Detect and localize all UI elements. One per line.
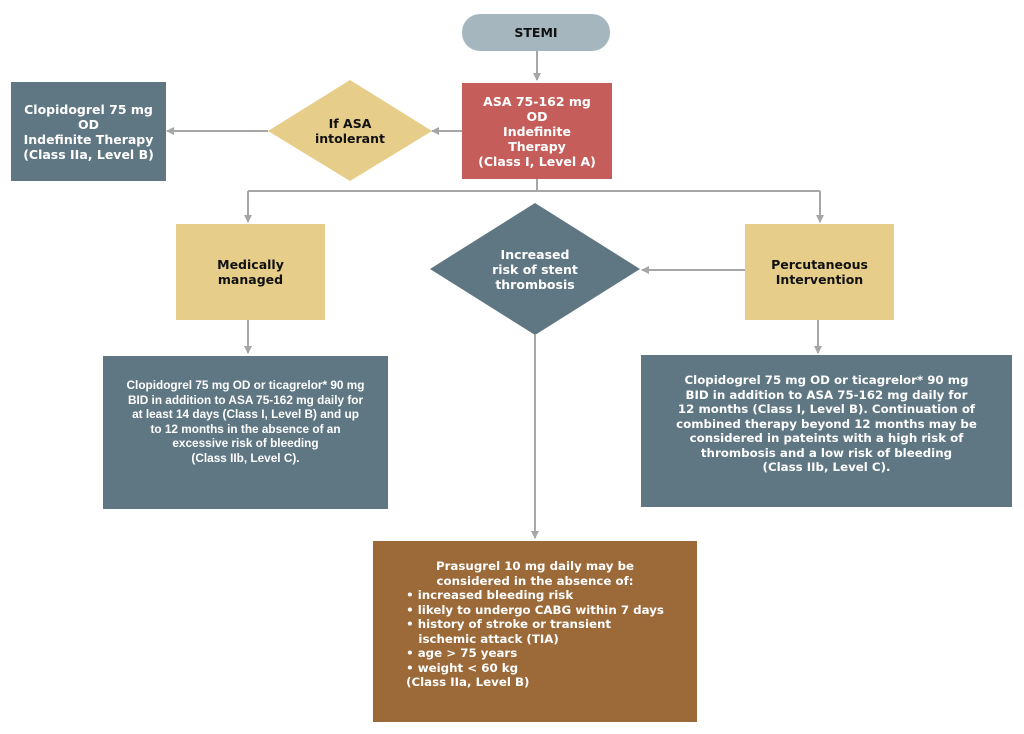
clopidogrel-line-4: (Class IIa, Level B) xyxy=(23,146,154,162)
thrombosis-line-3: thrombosis xyxy=(495,276,575,292)
medical-line-2: managed xyxy=(217,272,284,287)
clopidogrel-indefinite-box: Clopidogrel 75 mg OD Indefinite Therapy … xyxy=(11,82,166,181)
intolerant-decision-text: If ASA intolerant xyxy=(290,110,410,152)
pci-therapy-line-7: (Class IIb, Level C). xyxy=(762,460,891,475)
prasugrel-bullet-6: • weight < 60 kg xyxy=(406,660,519,675)
pci-therapy-line-2: BID in addition to ASA 75-162 mg daily f… xyxy=(685,387,968,402)
asa-line-3: Indefinite xyxy=(503,123,571,139)
pci-therapy-line-4: combined therapy beyond 12 months may be xyxy=(676,416,977,431)
asa-line-1: ASA 75-162 mg xyxy=(483,93,591,109)
asa-box: ASA 75-162 mg OD Indefinite Therapy (Cla… xyxy=(462,83,612,179)
medical-therapy-line-5: excessive risk of bleeding xyxy=(172,436,319,450)
asa-line-5: (Class I, Level A) xyxy=(478,153,596,169)
pci-therapy-line-1: Clopidogrel 75 mg OD or ticagrelor* 90 m… xyxy=(684,373,969,388)
medical-therapy-line-3: at least 14 days (Class I, Level B) and … xyxy=(132,407,359,421)
pci-therapy-line-3: 12 months (Class I, Level B). Continuati… xyxy=(677,402,976,417)
medically-managed-box: Medically managed xyxy=(176,224,325,320)
medical-therapy-line-2: BID in addition to ASA 75-162 mg daily f… xyxy=(127,392,364,407)
pci-line-2: Intervention xyxy=(775,272,864,287)
prasugrel-box: Prasugrel 10 mg daily may be considered … xyxy=(373,541,697,722)
clopidogrel-line-2: OD xyxy=(77,116,99,132)
prasugrel-intro-2: considered in the absence of: xyxy=(436,573,634,588)
pci-therapy-box: Clopidogrel 75 mg OD or ticagrelor* 90 m… xyxy=(641,355,1012,507)
intolerant-diamond xyxy=(268,80,432,181)
clopidogrel-line-1: Clopidogrel 75 mg xyxy=(24,101,153,117)
stemi-start-node: STEMI xyxy=(462,14,610,51)
thrombosis-decision-text: Increased risk of stent thrombosis xyxy=(470,244,600,294)
prasugrel-intro-1: Prasugrel 10 mg daily may be xyxy=(435,559,635,573)
asa-line-2: OD xyxy=(526,108,548,124)
pci-line-1: Percutaneous xyxy=(771,257,868,272)
prasugrel-bullet-3: • history of stroke or transient xyxy=(406,617,612,631)
intolerant-line-2: intolerant xyxy=(315,131,385,146)
percutaneous-intervention-box: Percutaneous Intervention xyxy=(745,224,894,320)
prasugrel-content: Prasugrel 10 mg daily may be considered … xyxy=(406,559,664,690)
thrombosis-diamond xyxy=(430,203,640,335)
prasugrel-footer: (Class IIa, Level B) xyxy=(406,675,530,689)
clopidogrel-line-3: Indefinite Therapy xyxy=(23,131,154,147)
stemi-label: STEMI xyxy=(514,25,558,40)
prasugrel-bullet-4: ischemic attack (TIA) xyxy=(406,631,559,646)
medical-line-1: Medically xyxy=(217,257,284,272)
medical-therapy-line-4: to 12 months in the absence of an xyxy=(150,421,341,436)
pci-therapy-line-5: considered in pateints with a high risk … xyxy=(689,431,964,446)
intolerant-line-1: If ASA xyxy=(328,116,372,131)
prasugrel-bullet-1: • increased bleeding risk xyxy=(406,588,574,602)
thrombosis-line-1: Increased xyxy=(500,246,570,262)
asa-line-4: Therapy xyxy=(508,138,566,154)
thrombosis-line-2: risk of stent xyxy=(492,261,578,277)
medical-therapy-line-6: (Class IIb, Level C). xyxy=(191,450,300,465)
prasugrel-bullet-2: • likely to undergo CABG within 7 days xyxy=(406,602,664,617)
prasugrel-bullet-5: • age > 75 years xyxy=(406,646,518,660)
medical-therapy-box: Clopidogrel 75 mg OD or ticagrelor* 90 m… xyxy=(103,356,388,509)
medical-therapy-line-1: Clopidogrel 75 mg OD or ticagrelor* 90 m… xyxy=(126,378,365,392)
pci-therapy-line-6: thrombosis and a low risk of bleeding xyxy=(700,445,953,460)
